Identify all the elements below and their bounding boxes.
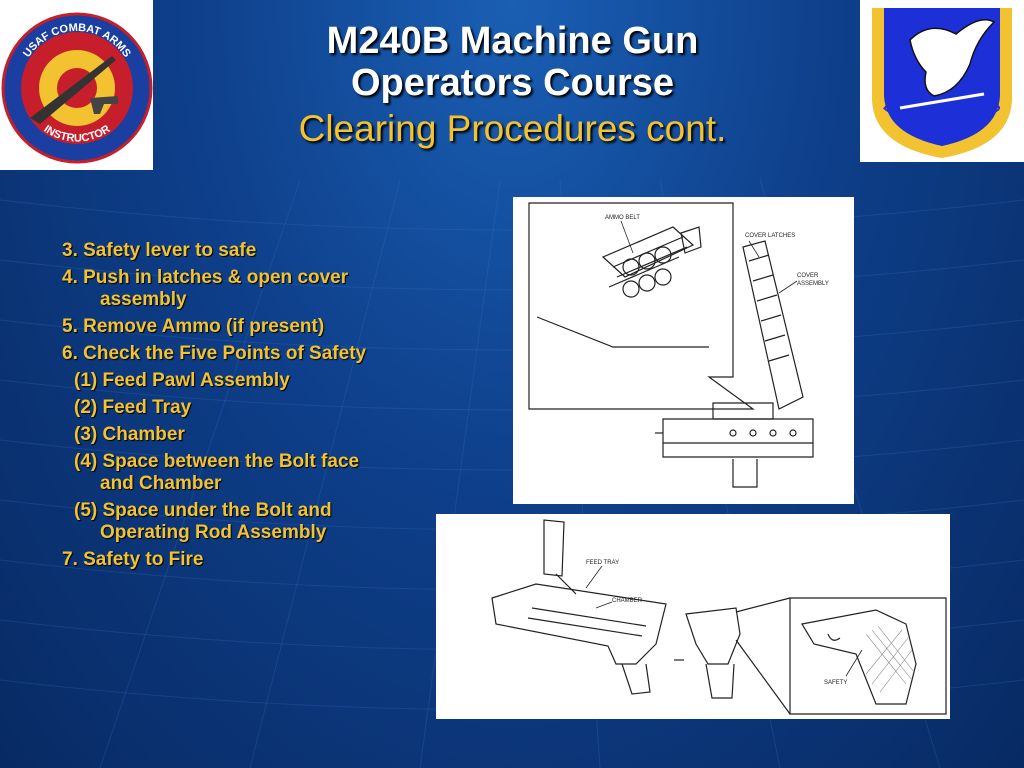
slide-title: M240B Machine Gun Operators Course Clear… <box>175 20 850 154</box>
point-feed-pawl: (1) Feed Pawl Assembly <box>74 370 290 391</box>
point-chamber: (3) Chamber <box>74 424 185 445</box>
label-safety: SAFETY <box>824 680 847 686</box>
label-chamber: CHAMBER <box>612 598 643 604</box>
label-ammo-belt: AMMO BELT <box>605 215 640 221</box>
defensor-fortis-shield-logo: DEFENSOR FORTIS <box>860 0 1024 162</box>
safety-points-figure: FEED TRAY CHAMBER SAFETY <box>436 514 950 719</box>
title-line-1: M240B Machine Gun <box>326 20 699 62</box>
slide-subtitle: Clearing Procedures cont. <box>298 108 727 149</box>
cover-assembly-figure: AMMO BELT COVER LATCHES COVER ASSEMBLY <box>513 197 854 504</box>
label-assembly: ASSEMBLY <box>797 281 829 287</box>
step-remove-ammo: 5. Remove Ammo (if present) <box>62 316 325 337</box>
point-under-bolt: (5) Space under the Bolt and Operating R… <box>74 500 332 543</box>
label-cover-latches: COVER LATCHES <box>745 233 795 239</box>
step-open-cover: 4. Push in latches & open cover assembly <box>62 267 349 310</box>
point-feed-tray: (2) Feed Tray <box>74 397 192 418</box>
title-line-2: Operators Course <box>350 62 675 104</box>
label-feed-tray: FEED TRAY <box>586 560 619 566</box>
label-cover: COVER <box>797 273 819 279</box>
step-safety-to-fire: 7. Safety to Fire <box>62 549 204 570</box>
combat-arms-instructor-logo: USAF COMBAT ARMS INSTRUCTOR <box>0 0 153 170</box>
step-check-five-points: 6. Check the Five Points of Safety <box>62 343 367 364</box>
point-bolt-face: (4) Space between the Bolt face and Cham… <box>74 451 360 494</box>
clearing-steps-list: 3. Safety lever to safe 4. Push in latch… <box>62 240 382 576</box>
step-safety-to-safe: 3. Safety lever to safe <box>62 240 257 261</box>
